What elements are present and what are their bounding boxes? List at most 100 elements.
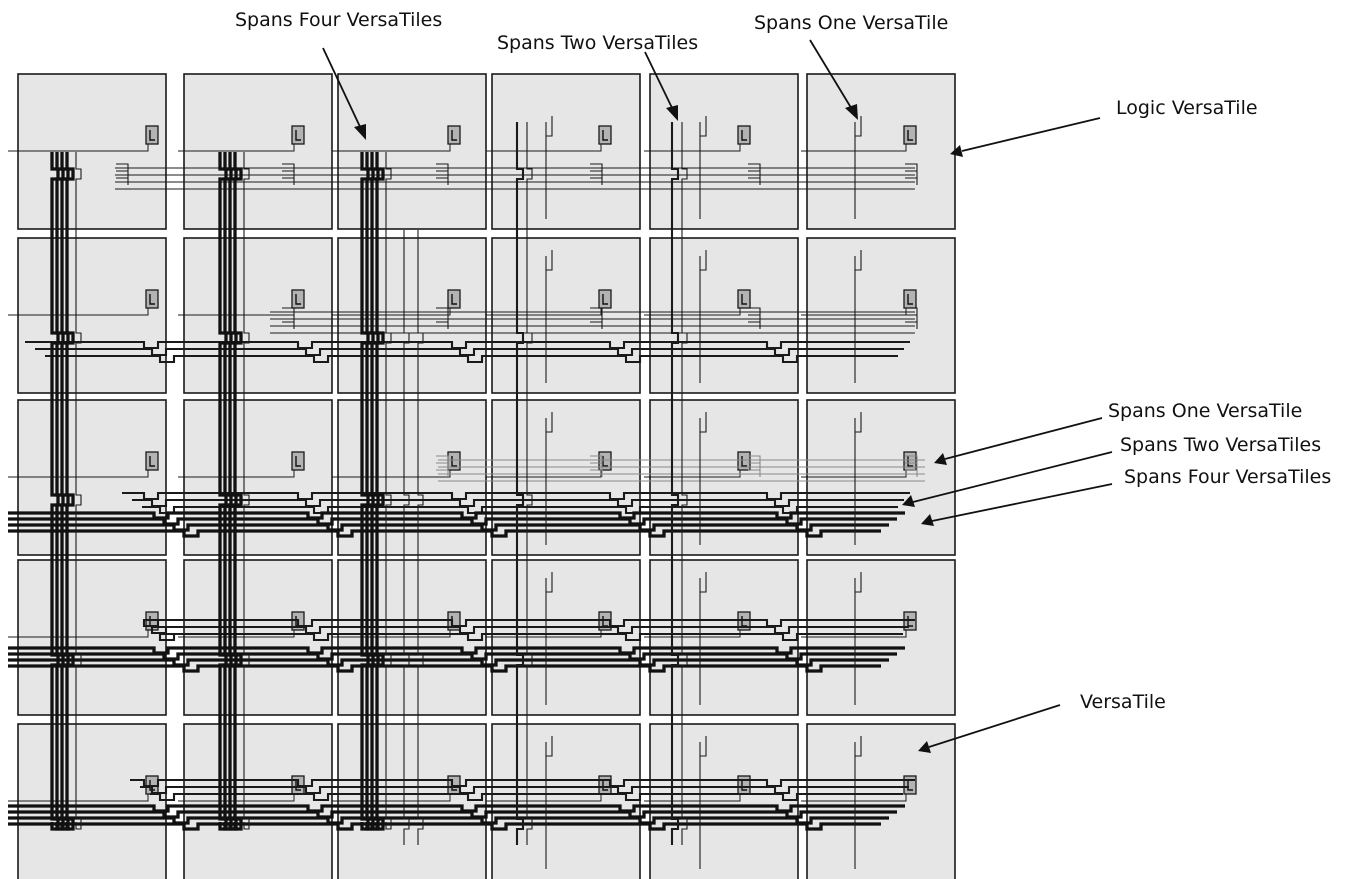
label-logic-versatile: Logic VersaTile bbox=[1116, 97, 1258, 119]
logic-cell bbox=[598, 125, 612, 145]
arrow-logic-versatile bbox=[961, 117, 1101, 152]
span-one-hook bbox=[748, 314, 761, 322]
logic-cell-pin bbox=[602, 780, 608, 791]
arrow-head-versatile bbox=[918, 741, 931, 753]
logic-cell bbox=[737, 125, 751, 145]
logic-cell-pin bbox=[602, 294, 608, 305]
span-one-hook bbox=[116, 170, 129, 178]
logic-cell-input bbox=[644, 308, 741, 316]
span-one-hook bbox=[748, 307, 761, 315]
span-one-hook bbox=[590, 462, 603, 470]
span-one-hook bbox=[905, 163, 918, 171]
arrow-span-one-top bbox=[809, 39, 854, 112]
vertical-track bbox=[375, 152, 385, 831]
span-one-hook bbox=[545, 412, 553, 433]
horizontal-routing bbox=[8, 163, 925, 831]
vertical-track bbox=[218, 152, 228, 831]
span-one-hook bbox=[282, 314, 295, 322]
arrow-head-span-one-side bbox=[934, 453, 947, 465]
logic-cell-pin bbox=[149, 294, 155, 305]
span-one-hook bbox=[699, 250, 707, 271]
vertical-track bbox=[403, 230, 410, 845]
span-one-hook bbox=[436, 455, 449, 463]
span-two-line bbox=[150, 792, 903, 802]
logic-cell-pin bbox=[907, 456, 913, 467]
logic-cell-input bbox=[8, 144, 149, 152]
span-one-hook bbox=[905, 462, 918, 470]
span-one-hook bbox=[436, 314, 449, 322]
span-four-line bbox=[8, 822, 881, 831]
span-one-hook bbox=[905, 307, 918, 315]
span-one-hook bbox=[905, 314, 918, 322]
arrow-head-span-four-top bbox=[354, 124, 366, 140]
span-one-hook bbox=[699, 572, 707, 593]
logic-cell-input bbox=[486, 630, 602, 638]
logic-cell-pin bbox=[295, 780, 301, 791]
span-one-hook bbox=[905, 469, 918, 477]
label-spans-four-top: Spans Four VersaTiles bbox=[235, 9, 442, 31]
span-one-hook bbox=[748, 170, 761, 178]
span-one-hook bbox=[590, 314, 603, 322]
vertical-track bbox=[417, 230, 424, 845]
label-spans-four-side: Spans Four VersaTiles bbox=[1124, 466, 1331, 488]
logic-cell-input bbox=[644, 794, 741, 802]
logic-cell bbox=[903, 289, 917, 309]
label-versatile: VersaTile bbox=[1080, 691, 1166, 713]
span-one-hook bbox=[590, 177, 603, 185]
arrow-span-four-side bbox=[931, 483, 1113, 522]
vertical-track bbox=[223, 152, 233, 831]
label-spans-one-top: Spans One VersaTile bbox=[754, 12, 948, 34]
span-one-hook bbox=[545, 250, 553, 271]
span-one-hook bbox=[748, 177, 761, 185]
logic-cell-input bbox=[644, 144, 741, 152]
vertical-track bbox=[228, 152, 238, 831]
logic-cell-input bbox=[644, 630, 741, 638]
vertical-track bbox=[515, 122, 525, 845]
span-one-hook bbox=[436, 307, 449, 315]
span-one-hook bbox=[436, 177, 449, 185]
span-one-hook bbox=[854, 412, 862, 433]
vertical-track bbox=[670, 122, 680, 845]
vertical-routing bbox=[50, 116, 862, 869]
span-one-hook bbox=[854, 116, 862, 137]
logic-cell-input bbox=[8, 630, 149, 638]
span-one-hook bbox=[748, 455, 761, 463]
span-one-hook bbox=[436, 469, 449, 477]
arrow-span-two-side bbox=[912, 451, 1113, 503]
callouts: Spans Four VersaTiles Spans Two VersaTil… bbox=[235, 9, 1331, 753]
span-one-hook bbox=[436, 163, 449, 171]
logic-cell-pin bbox=[907, 294, 913, 305]
logic-cell bbox=[145, 451, 159, 471]
logic-cell bbox=[145, 125, 159, 145]
logic-cell-pin bbox=[295, 130, 301, 141]
span-one-hook bbox=[282, 307, 295, 315]
vertical-track bbox=[681, 122, 688, 845]
span-two-line bbox=[45, 354, 898, 364]
arrow-versatile bbox=[928, 704, 1061, 748]
logic-cell bbox=[447, 289, 461, 309]
span-one-hook bbox=[854, 572, 862, 593]
logic-cell bbox=[291, 289, 305, 309]
logic-cell bbox=[145, 289, 159, 309]
logic-cell-input bbox=[801, 794, 907, 802]
span-one-hook bbox=[748, 321, 761, 329]
span-one-hook bbox=[748, 462, 761, 470]
vertical-track bbox=[360, 152, 370, 831]
span-two-line bbox=[158, 632, 903, 642]
logic-cell-pin bbox=[149, 456, 155, 467]
span-one-hook bbox=[282, 321, 295, 329]
span-one-hook bbox=[699, 412, 707, 433]
logic-cell-input bbox=[486, 794, 602, 802]
logic-cell bbox=[598, 289, 612, 309]
arrow-head-logic-versatile bbox=[950, 145, 963, 157]
span-one-hook bbox=[590, 469, 603, 477]
logic-cell-pin bbox=[602, 130, 608, 141]
logic-cell-input bbox=[178, 470, 295, 478]
span-one-hook bbox=[590, 170, 603, 178]
logic-cell bbox=[737, 289, 751, 309]
span-one-hook bbox=[748, 469, 761, 477]
vertical-track bbox=[60, 152, 70, 831]
logic-cell bbox=[291, 451, 305, 471]
vertical-track bbox=[365, 152, 375, 831]
logic-cell-input bbox=[178, 630, 295, 638]
